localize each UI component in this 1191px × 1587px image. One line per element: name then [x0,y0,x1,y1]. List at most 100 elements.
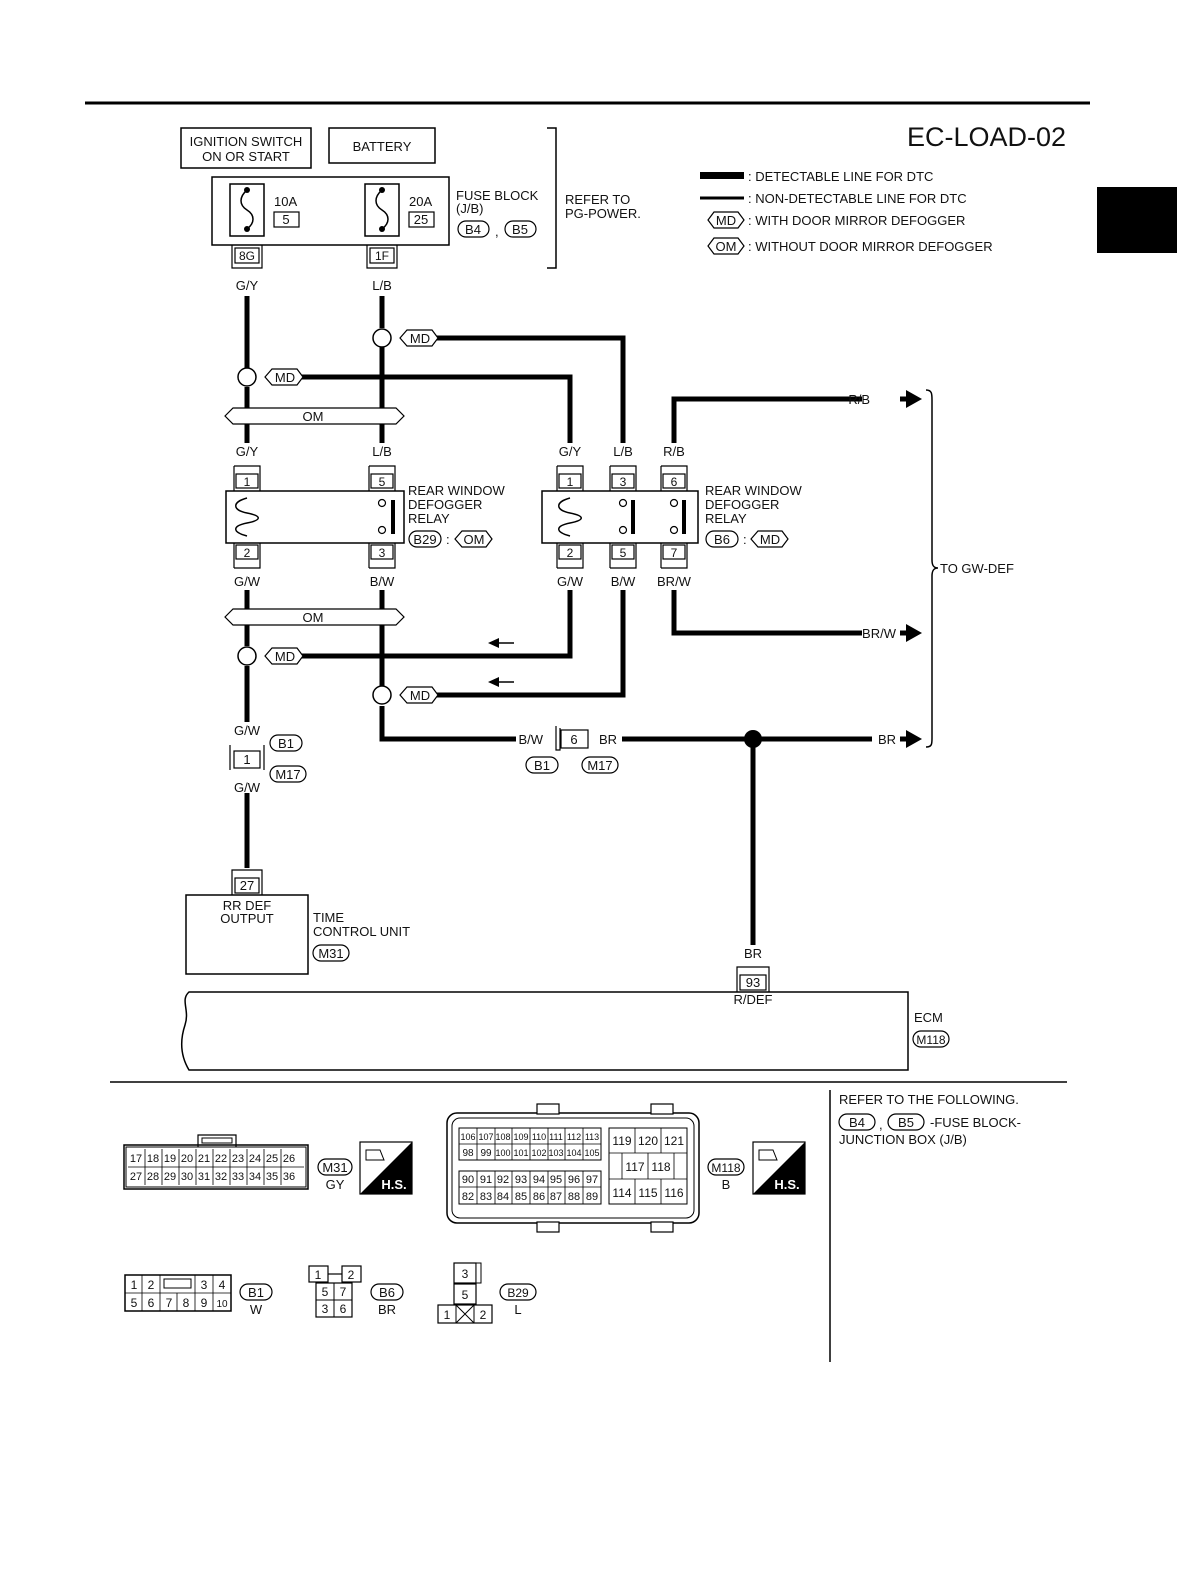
m118-color: B [722,1177,731,1192]
pin-bracket [231,869,263,895]
time-control-pin: 27 [240,878,254,893]
om-tag-shape [454,530,493,548]
legend-detectable-text: : DETECTABLE LINE FOR DTC [748,169,933,184]
b6-color: BR [378,1302,396,1317]
time-control-inner1: RR DEF [223,898,271,913]
m118-inner [451,1117,695,1219]
b1-id: B1 [248,1285,264,1300]
relay-left-body [225,490,405,544]
m118-right-grid [609,1128,687,1204]
connector-m31: 17 18 19 20 21 22 23 24 25 26 27 28 29 3… [123,1134,413,1195]
legend-md-text: : WITH DOOR MIRROR DEFOGGER [748,213,965,228]
wire-gw-joint-bottom: G/W [234,780,261,795]
m118-pin: 92 [497,1174,509,1186]
comma: , [495,224,499,239]
conn-b1-oval [525,756,559,774]
connector-m118: 106 107 108 109 110 111 112 113 98 99 10… [446,1103,806,1233]
joint-6-pin: 6 [570,732,577,747]
m31-pin: 35 [266,1171,278,1183]
m31-pin: 24 [249,1153,261,1165]
b29-pin1: 1 [444,1308,451,1322]
to-gw-def: TO GW-DEF [940,561,1014,576]
relay-left-line1: REAR WINDOW [408,483,506,498]
md-tag-shape [264,647,304,665]
refer-bracket [547,127,557,269]
relay-left: 1 5 2 3 [225,465,405,569]
m118-pin: 101 [513,1148,528,1158]
m31-pin: 22 [215,1153,227,1165]
m118-pin: 111 [549,1132,563,1142]
relay-contact [669,498,679,508]
fuse2-num-box [408,211,435,228]
pin-box [611,544,635,560]
b6-pin: 7 [340,1285,347,1299]
relay-left-pin5: 5 [379,475,386,489]
m118-latch [650,1221,674,1233]
fuse-block-label2: (J/B) [456,201,483,216]
md-tag-shape [399,686,439,704]
m118-pin: 121 [664,1134,684,1148]
m118-pin: 102 [531,1148,546,1158]
wire-lb-top: L/B [372,278,392,293]
b1-color: W [250,1302,263,1317]
legend-md-tag: MD [716,213,736,228]
b1-pin: 10 [216,1299,228,1310]
junction-dot [744,730,762,748]
wire-gw-relay1: G/W [234,574,261,589]
m118-pin: 103 [548,1148,563,1158]
relay-left-line3: RELAY [408,511,450,526]
joint-bracket [229,745,265,770]
wire-gw-relay2: G/W [557,574,584,589]
md-tag-shape [750,530,789,548]
ignition-switch-line2: ON OR START [202,149,290,164]
m118-pin: 99 [480,1148,492,1159]
m31-inner [125,1146,307,1188]
relay-left-colon: : [446,532,450,547]
wire-br-ecm: BR [744,946,762,961]
pin-box [234,877,260,894]
b29-pin3: 3 [462,1267,469,1281]
joint-6-conn-b: M17 [587,758,612,773]
fuse1-amp: 10A [274,194,297,209]
m31-pin: 20 [181,1153,193,1165]
b29-id: B29 [507,1286,529,1300]
wire-brw-relay2: BR/W [657,574,692,589]
fuse-block-conn-a: B4 [465,222,481,237]
b6-pin: 1 [315,1268,322,1282]
relay-right-conn: B6 [714,532,730,547]
md-tag-3: MD [275,649,295,664]
conn-b1-oval [269,734,303,752]
b1-pin: 4 [219,1278,226,1292]
terminal-bracket [231,245,263,269]
conn-b29-oval [499,1283,537,1301]
joint-bracket [555,726,561,751]
m118-pin: 120 [638,1134,658,1148]
relay-right-colon: : [743,532,747,547]
joint-6-box [560,729,589,749]
m118-pins-row1: 106 107 108 109 110 111 112 113 [460,1132,599,1142]
battery-box [328,127,436,164]
joint-1-pin: 1 [243,752,250,767]
relay-contact [377,525,387,535]
m118-pin: 119 [612,1134,631,1148]
m118-pin: 83 [480,1191,492,1203]
gw-def-bracket [925,389,939,748]
om-tag-shape [707,237,745,255]
arrow-right-icon [906,624,922,642]
m118-pin: 115 [638,1186,657,1200]
fuse-dot [379,187,385,193]
m118-pin: 112 [567,1132,581,1142]
wire-segment [671,590,862,636]
arrow-left-icon [488,677,499,687]
relay-left-line2: DEFOGGER [408,497,482,512]
conn-b29-oval [408,530,442,548]
wire-segment [301,590,573,659]
conn-m31-oval [312,944,350,962]
m118-pin: 110 [532,1132,546,1142]
relay-contact [618,498,628,508]
m31-latch-slot [201,1137,233,1144]
m118-latch [650,1103,674,1115]
conn-b1-oval [239,1283,273,1301]
fuse2-amp: 20A [409,194,432,209]
m118-pin: 84 [497,1191,509,1203]
